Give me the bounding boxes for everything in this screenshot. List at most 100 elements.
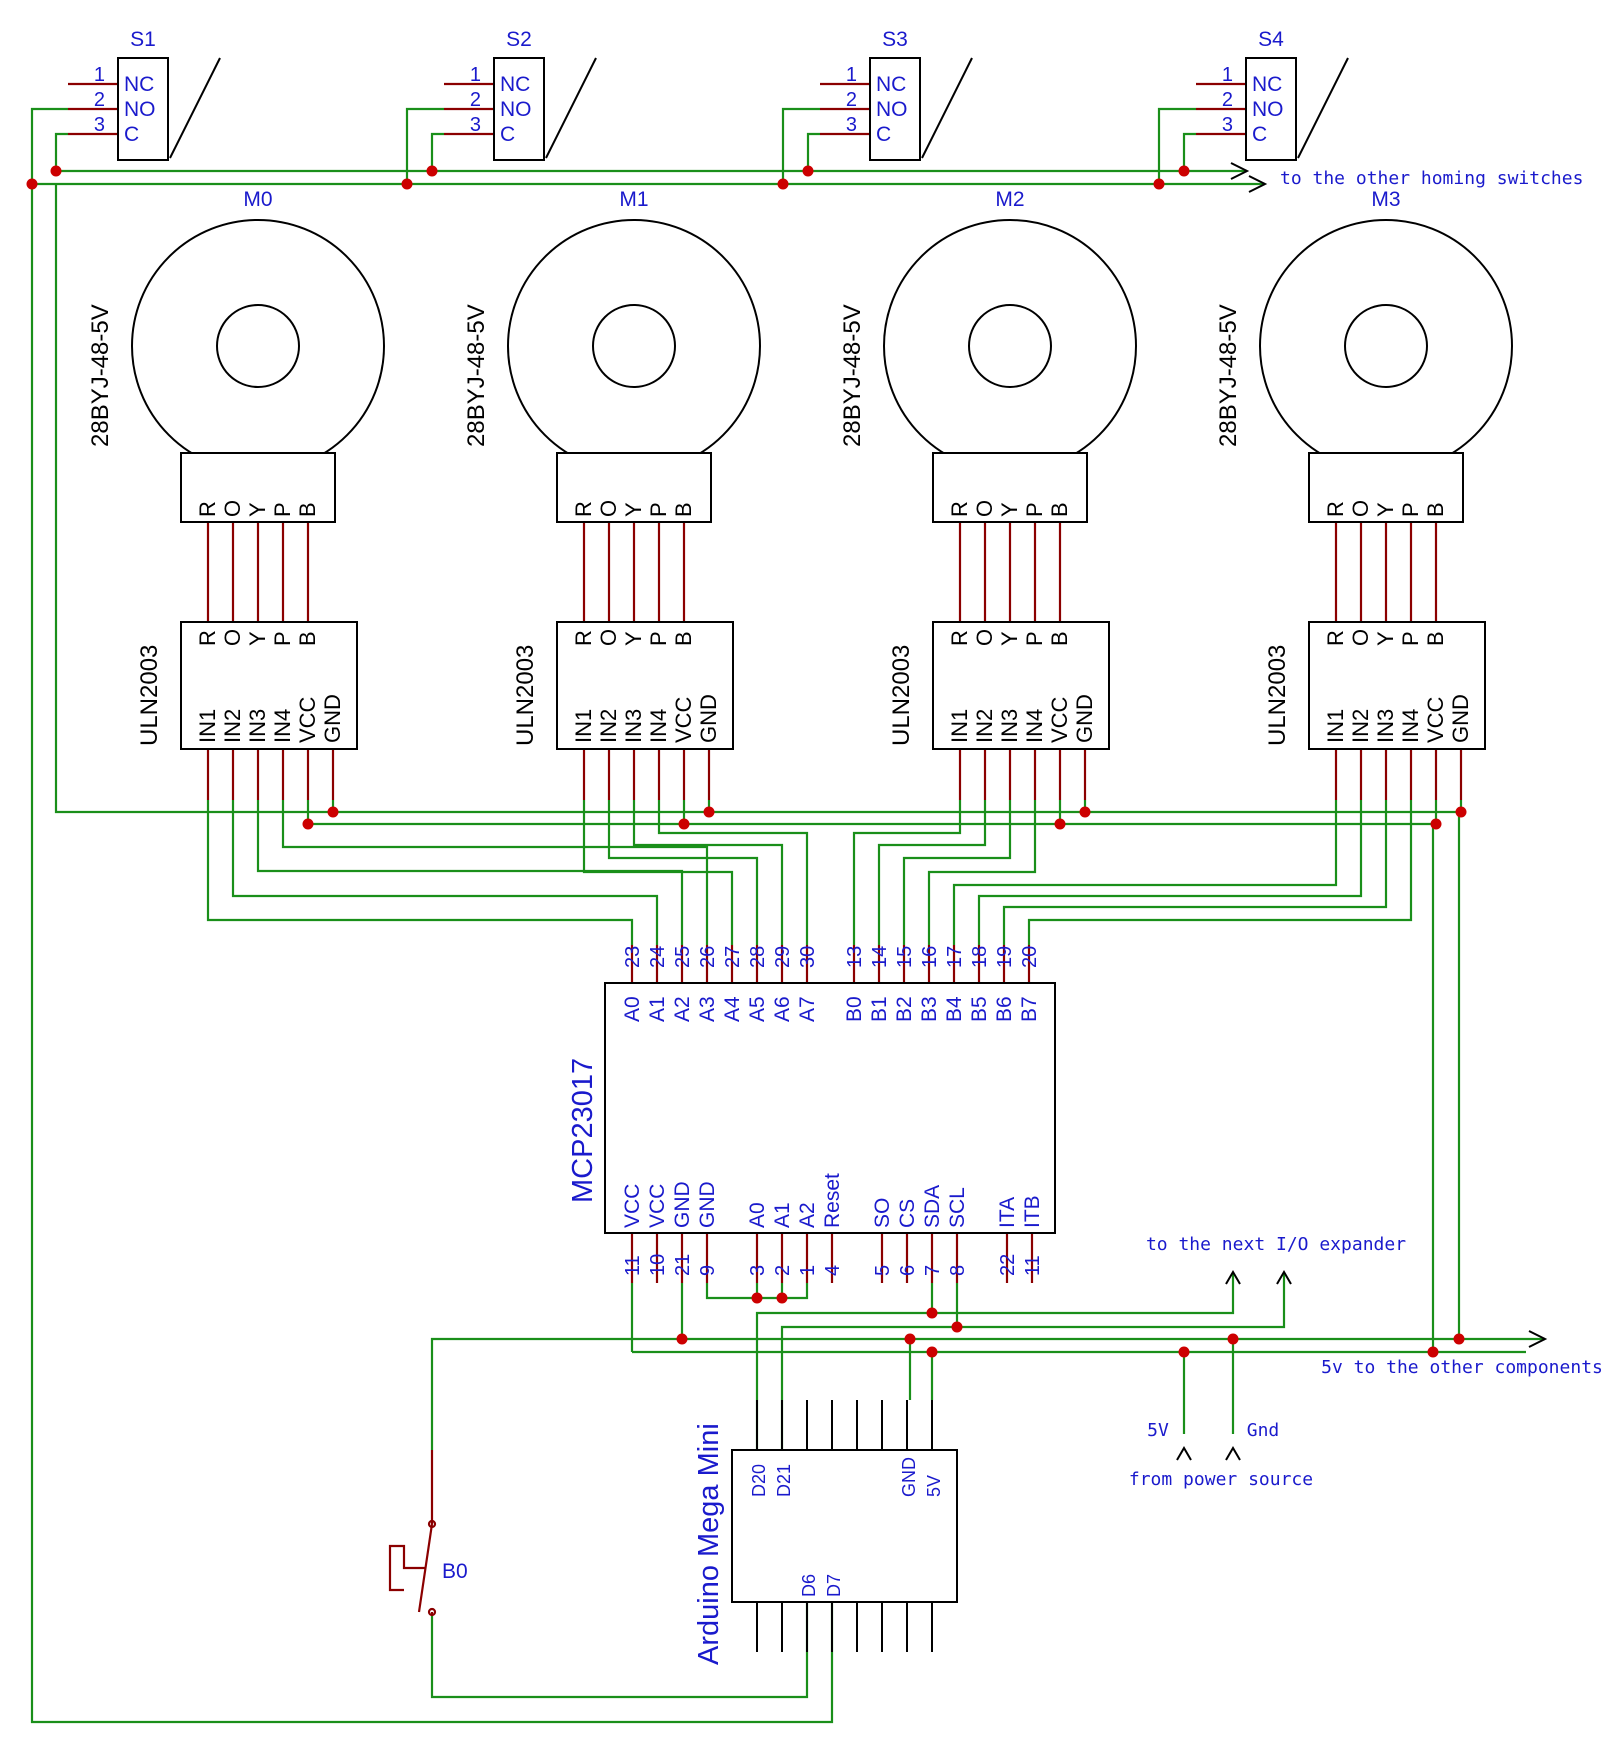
switch-pin-label: C [876, 123, 891, 146]
driver-out-label: R [195, 630, 220, 646]
junction-dot [1153, 178, 1165, 190]
motor-pin-label: P [1022, 502, 1047, 517]
driver-in-label: IN2 [220, 709, 245, 743]
mcp-top-pin-label: B5 [968, 996, 991, 1022]
driver-out-label: B [295, 631, 320, 646]
switch-ref: S2 [506, 28, 532, 51]
driver-body [180, 621, 358, 750]
in-to-port-a-wire [256, 800, 684, 945]
switch-ref: S4 [1258, 28, 1284, 51]
switch-body [117, 57, 169, 161]
in-to-port-b-wire [902, 800, 1012, 945]
motor-pin-label: R [947, 501, 972, 517]
switch-pin-label: NO [124, 98, 156, 121]
mcp-top-pin-label: A5 [746, 996, 769, 1022]
motor-ref: M0 [243, 188, 272, 211]
switch-pin-label: NC [500, 73, 530, 96]
switch-pin-number: 2 [1222, 89, 1233, 111]
mcp-top-pin-label: B2 [893, 996, 916, 1022]
driver-out-label: O [220, 629, 245, 646]
switch-pin-label: NO [1252, 98, 1284, 121]
mcp-top-pin-label: A2 [671, 996, 694, 1022]
button-ref: B0 [442, 1560, 468, 1583]
gnd-label: Gnd [1247, 1420, 1280, 1441]
mcp-top-pin-number: 16 [919, 946, 941, 968]
junction-dot [1227, 1333, 1239, 1345]
motor-ref: M3 [1371, 188, 1400, 211]
junction-dot [951, 1321, 963, 1333]
in-to-port-a-wire [657, 800, 809, 945]
switch-pin-label: NC [876, 73, 906, 96]
driver-out-label: P [1022, 631, 1047, 646]
in-to-port-a-wire [231, 800, 659, 945]
motor-pin-label: B [1423, 502, 1448, 517]
motor-pin-label: R [1323, 501, 1348, 517]
mcp-top-pin-number: 24 [647, 946, 669, 968]
mcp-top-pin-label: B0 [843, 996, 866, 1022]
mcp-bottom-pin-label: GND [671, 1181, 694, 1228]
driver-in-label: IN2 [596, 709, 621, 743]
switch-pin-number: 2 [94, 89, 105, 111]
junction-dot [926, 1346, 938, 1358]
switch-body [869, 57, 921, 161]
junction-dot [302, 818, 314, 830]
mcp-bottom-pin-label: A0 [746, 1202, 769, 1228]
mcp-top-pin-number: 23 [622, 946, 644, 968]
sda-wire [755, 1273, 1235, 1450]
motor-pin-label: P [1398, 502, 1423, 517]
next-io-note: to the next I/O expander [1146, 1234, 1406, 1255]
mcp-top-pin-number: 18 [969, 946, 991, 968]
switch-no-wire [1157, 107, 1196, 184]
motor-body [507, 219, 761, 473]
junction-dot [751, 1292, 763, 1304]
mcp-bottom-pin-label: SO [871, 1198, 894, 1228]
driver-out-label: Y [245, 631, 270, 646]
junction-dot [327, 806, 339, 818]
mcp-top-pin-label: A4 [721, 996, 744, 1022]
mcp-top-pin-number: 15 [894, 946, 916, 968]
driver-in-label: IN1 [947, 709, 972, 743]
mcp-bottom-pin-label: SCL [946, 1187, 969, 1228]
motor-shaft [968, 304, 1052, 388]
driver-in-label: IN4 [1398, 709, 1423, 743]
parts-layer [117, 57, 1548, 1652]
driver-in-label: VCC [295, 696, 320, 743]
in-to-port-b-wire [977, 800, 1363, 945]
mcp-bottom-pin-label: SDA [921, 1185, 944, 1228]
motor-ref: M2 [995, 188, 1024, 211]
in-to-port-b-wire [852, 800, 962, 945]
arrow-up-icon [1225, 1446, 1241, 1461]
driver-out-label: R [571, 630, 596, 646]
arduino-bottom-label: D7 [824, 1574, 844, 1597]
junction-dot [676, 1333, 688, 1345]
junction-dot [1453, 1333, 1465, 1345]
switch-pin-label: C [1252, 123, 1267, 146]
mcp-top-pin-number: 14 [869, 946, 891, 968]
in-to-port-a-wire [582, 800, 734, 945]
arduino-bottom-label: D6 [799, 1574, 819, 1597]
motor-pin-label: B [295, 502, 320, 517]
mcp-top-pin-label: B3 [918, 996, 941, 1022]
switch-pin-number: 2 [846, 89, 857, 111]
motor-pin-label: Y [621, 502, 646, 517]
mcp-bottom-pin-label: CS [896, 1199, 919, 1228]
in-to-port-b-wire [927, 800, 1037, 945]
arrow-right-icon [1230, 162, 1250, 180]
wires-layer [30, 82, 1545, 1724]
switch-pin-number: 1 [94, 64, 105, 86]
driver-out-label: B [1423, 631, 1448, 646]
mcp-bottom-pin-number: 22 [997, 1254, 1019, 1276]
motor-pin-label: B [1047, 502, 1072, 517]
mcp-bottom-pin-label: ITB [1021, 1195, 1044, 1228]
in-to-port-a-wire [281, 800, 709, 945]
driver-in-label: IN3 [245, 709, 270, 743]
junction-dot [1079, 806, 1091, 818]
motor-model: 28BYJ-48-5V [87, 304, 114, 447]
driver-in-label: IN3 [997, 709, 1022, 743]
driver-out-label: O [596, 629, 621, 646]
driver-name: ULN2003 [888, 645, 915, 746]
junction-dot [1455, 806, 1467, 818]
mcp-top-pin-number: 20 [1019, 946, 1041, 968]
motor-model: 28BYJ-48-5V [839, 304, 866, 447]
driver-out-label: Y [621, 631, 646, 646]
